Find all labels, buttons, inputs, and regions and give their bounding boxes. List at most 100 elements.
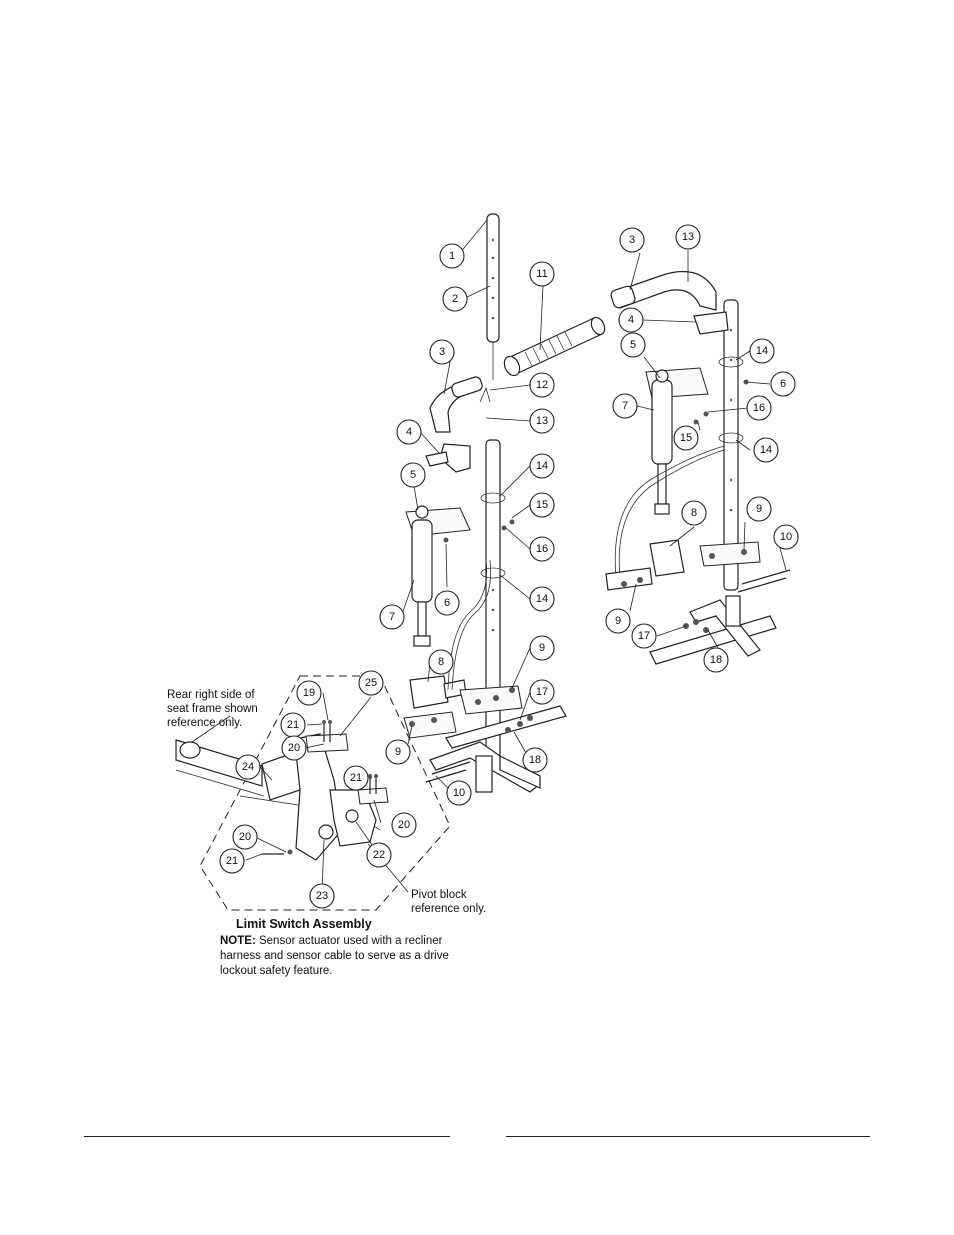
callout-number: 20: [239, 831, 251, 843]
callout-c19: 19: [296, 680, 322, 706]
callout-circle: [343, 765, 369, 791]
callout-circle: [529, 536, 555, 562]
callout-c25: 25: [358, 670, 384, 696]
callout-c5b: 5: [620, 332, 646, 358]
callout-circle: [396, 419, 422, 445]
callout-c4b: 4: [618, 307, 644, 333]
callout-number: 14: [760, 444, 772, 456]
callout-circle: [439, 243, 465, 269]
callout-number: 13: [682, 231, 694, 243]
leader-lines: [191, 219, 787, 894]
callout-c9b: 9: [385, 739, 411, 765]
callout-circle: [673, 425, 699, 451]
callout-circle: [309, 883, 335, 909]
callout-circle: [446, 780, 472, 806]
callout-circle: [522, 747, 548, 773]
callout-c6b: 6: [770, 371, 796, 397]
callout-number: 15: [536, 499, 548, 511]
callout-c7a: 7: [379, 604, 405, 630]
callout-circle: [529, 492, 555, 518]
callout-c24: 24: [235, 754, 261, 780]
callout-c21c: 21: [219, 848, 245, 874]
callout-number: 23: [316, 890, 328, 902]
callout-number: 9: [395, 746, 401, 758]
callout-circle: [681, 500, 707, 526]
callout-number: 6: [780, 378, 786, 390]
callout-number: 5: [410, 469, 416, 481]
callout-number: 21: [287, 719, 299, 731]
callout-number: 5: [630, 339, 636, 351]
callout-circle: [770, 371, 796, 397]
callout-circle: [529, 586, 555, 612]
callout-number: 2: [452, 293, 458, 305]
callout-number: 18: [529, 754, 541, 766]
callout-circle: [400, 462, 426, 488]
callout-circle: [391, 812, 417, 838]
callout-c11: 11: [529, 261, 555, 287]
callout-circle: [529, 261, 555, 287]
rear-right-line-2: seat frame shown: [167, 703, 258, 715]
callout-c16b: 16: [746, 395, 772, 421]
callout-circle: [618, 307, 644, 333]
callout-c14c: 14: [749, 338, 775, 364]
note-text: Sensor actuator used with a recliner har…: [220, 935, 449, 977]
callout-number: 7: [389, 611, 395, 623]
callout-number: 9: [615, 615, 621, 627]
callout-c18b: 18: [703, 647, 729, 673]
rear-right-line-3: reference only.: [167, 717, 243, 729]
callout-number: 25: [365, 677, 377, 689]
callout-circle: [675, 224, 701, 250]
callout-c21b: 21: [343, 765, 369, 791]
callout-c3b: 3: [619, 227, 645, 253]
callout-c20a: 20: [281, 735, 307, 761]
callout-number: 10: [453, 787, 465, 799]
callout-number: 3: [629, 234, 635, 246]
callout-c13a: 13: [529, 408, 555, 434]
callout-c1: 1: [439, 243, 465, 269]
callout-c14b: 14: [529, 586, 555, 612]
callout-circle: [529, 372, 555, 398]
limit-switch-title: Limit Switch Assembly: [236, 917, 372, 931]
callout-number: 20: [288, 742, 300, 754]
callout-number: 22: [373, 849, 385, 861]
callout-c16a: 16: [529, 536, 555, 562]
pivot-line-1: Pivot block: [411, 889, 467, 901]
callout-circle: [281, 735, 307, 761]
callout-number: 18: [710, 654, 722, 666]
callout-number: 9: [756, 503, 762, 515]
pivot-block-note: Pivot block reference only.: [411, 888, 486, 916]
rear-right-note: Rear right side of seat frame shown refe…: [167, 688, 258, 730]
callout-number: 6: [444, 597, 450, 609]
callout-circle: [746, 395, 772, 421]
callout-c20b: 20: [391, 812, 417, 838]
callout-c14a: 14: [529, 453, 555, 479]
callout-circle: [358, 670, 384, 696]
rear-right-line-1: Rear right side of: [167, 689, 255, 701]
callout-circle: [429, 339, 455, 365]
callout-number: 16: [536, 543, 548, 555]
callout-c15b: 15: [673, 425, 699, 451]
callout-c13b: 13: [675, 224, 701, 250]
callout-number: 20: [398, 819, 410, 831]
callout-c5a: 5: [400, 462, 426, 488]
callout-number: 17: [536, 686, 548, 698]
callout-circle: [529, 453, 555, 479]
callout-number: 11: [536, 268, 547, 280]
callout-number: 15: [680, 432, 692, 444]
callout-c9d: 9: [605, 608, 631, 634]
cross-tube: [503, 316, 606, 377]
callout-c8a: 8: [428, 649, 454, 675]
callout-c8b: 8: [681, 500, 707, 526]
callout-number: 14: [536, 460, 548, 472]
callout-c7b: 7: [612, 393, 638, 419]
note-prefix: NOTE:: [220, 935, 256, 947]
callout-c9c: 9: [746, 496, 772, 522]
callout-circle: [773, 524, 799, 550]
callout-number: 21: [226, 855, 238, 867]
callout-c6a: 6: [434, 590, 460, 616]
callout-c18a: 18: [522, 747, 548, 773]
callout-c14d: 14: [753, 437, 779, 463]
callout-circle: [428, 649, 454, 675]
callout-c12: 12: [529, 372, 555, 398]
